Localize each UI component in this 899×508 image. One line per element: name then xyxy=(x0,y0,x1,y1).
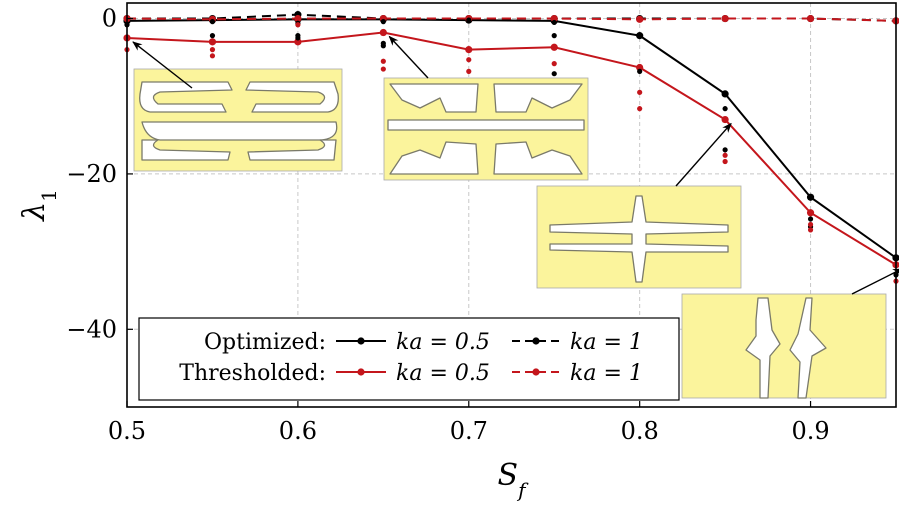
scatter-point-thresholded xyxy=(807,221,814,228)
data-point-thresholded xyxy=(550,43,558,51)
data-point-thresholded xyxy=(721,14,729,23)
series-line-thresholded-ka-1 xyxy=(126,17,897,22)
inset-topology-4 xyxy=(681,293,887,399)
inset-void xyxy=(245,81,339,113)
scatter-point-thresholded xyxy=(722,152,728,158)
legend-entry-label: ka = 1 xyxy=(570,361,643,386)
annotation-arrow xyxy=(851,268,899,295)
data-point-thresholded xyxy=(721,115,729,124)
scatter-point-optimized xyxy=(466,17,472,23)
inset-void xyxy=(247,139,337,161)
x-tick-label: 0.7 xyxy=(450,417,488,445)
y-tick-label: 0 xyxy=(102,5,117,33)
y-tick-label: −20 xyxy=(66,160,117,188)
scatter-point-thresholded xyxy=(380,66,386,72)
inset-void xyxy=(789,297,827,399)
scatter-point-optimized xyxy=(380,43,386,49)
inset-void xyxy=(745,297,781,399)
inset-void xyxy=(389,141,479,175)
data-point-thresholded xyxy=(550,14,558,23)
scatter-point-thresholded xyxy=(209,53,216,59)
plot-frame xyxy=(126,2,897,408)
scatter-point-optimized xyxy=(807,216,814,222)
inset-void xyxy=(141,121,338,141)
legend-swatch-marker xyxy=(357,368,365,376)
series-line-thresholded-ka-0.5 xyxy=(126,31,897,266)
series-line-optimized-ka-1 xyxy=(127,13,897,22)
y-tick-label: −40 xyxy=(66,315,117,343)
legend-row-label: Thresholded: xyxy=(179,361,326,386)
inset-void xyxy=(493,141,583,175)
annotation-arrow xyxy=(132,41,193,89)
inset-background xyxy=(681,293,887,399)
scatter-point-thresholded xyxy=(380,58,386,64)
scatter-point-optimized xyxy=(551,19,557,26)
scatter-point-thresholded xyxy=(295,22,301,28)
scatter-point-optimized xyxy=(551,33,557,39)
inset-void xyxy=(549,195,729,283)
data-point-optimized xyxy=(721,90,729,98)
data-point-optimized xyxy=(806,193,815,201)
x-axis-title: Sf xyxy=(498,458,530,502)
y-axis-title: λ1 xyxy=(17,189,61,222)
legend-swatch-marker xyxy=(357,337,365,345)
scatter-point-optimized xyxy=(637,68,643,74)
legend-entry-label: ka = 0.5 xyxy=(396,361,490,386)
data-point-thresholded xyxy=(636,63,644,72)
legend-entry-label: ka = 0.5 xyxy=(396,330,490,355)
scatter-point-thresholded xyxy=(466,57,472,63)
scatter-point-thresholded xyxy=(209,47,216,53)
x-axis-title-subscript: f xyxy=(516,478,529,502)
scatter-point-thresholded xyxy=(551,61,557,67)
scatter-point-thresholded xyxy=(807,227,814,233)
data-point-thresholded xyxy=(806,209,815,217)
inset-void xyxy=(387,119,585,131)
scatter-point-optimized xyxy=(551,71,557,77)
inset-topology-1 xyxy=(133,68,343,172)
legend-swatch-marker xyxy=(532,368,540,376)
scatter-point-thresholded xyxy=(637,89,643,95)
x-tick-label: 0.5 xyxy=(108,417,146,445)
scatter-point-thresholded xyxy=(466,68,472,74)
x-tick-label: 0.9 xyxy=(791,417,829,445)
data-point-thresholded xyxy=(636,15,644,23)
data-point-thresholded xyxy=(379,28,387,37)
scatter-point-thresholded xyxy=(637,106,643,112)
y-axis-title-subscript: 1 xyxy=(37,189,61,202)
inset-void xyxy=(493,83,583,113)
x-tick-label: 0.6 xyxy=(279,417,317,445)
data-point-thresholded xyxy=(465,46,473,54)
legend-row-label: Optimized: xyxy=(204,330,326,355)
scatter-point-thresholded xyxy=(722,158,728,165)
inset-void xyxy=(389,83,479,113)
data-point-optimized xyxy=(636,32,644,40)
data-point-thresholded xyxy=(208,38,217,46)
annotation-arrow xyxy=(675,122,732,187)
scatter-point-optimized xyxy=(209,19,216,25)
legend-box xyxy=(138,317,680,401)
scatter-point-optimized xyxy=(295,35,301,41)
data-point-thresholded xyxy=(806,14,815,23)
scatter-point-optimized xyxy=(722,147,728,153)
legend-swatch-marker xyxy=(532,337,540,345)
scatter-point-optimized xyxy=(380,19,386,25)
inset-void xyxy=(139,81,233,113)
data-point-thresholded xyxy=(294,38,302,46)
inset-topology-3 xyxy=(536,185,742,289)
scatter-point-optimized xyxy=(722,106,728,112)
x-tick-label: 0.8 xyxy=(621,417,659,445)
inset-void xyxy=(141,139,231,161)
data-point-thresholded xyxy=(294,14,302,23)
annotation-arrow xyxy=(388,35,429,79)
scatter-point-optimized xyxy=(209,33,216,39)
inset-topology-2 xyxy=(383,77,589,181)
legend-entry-label: ka = 1 xyxy=(570,330,643,355)
